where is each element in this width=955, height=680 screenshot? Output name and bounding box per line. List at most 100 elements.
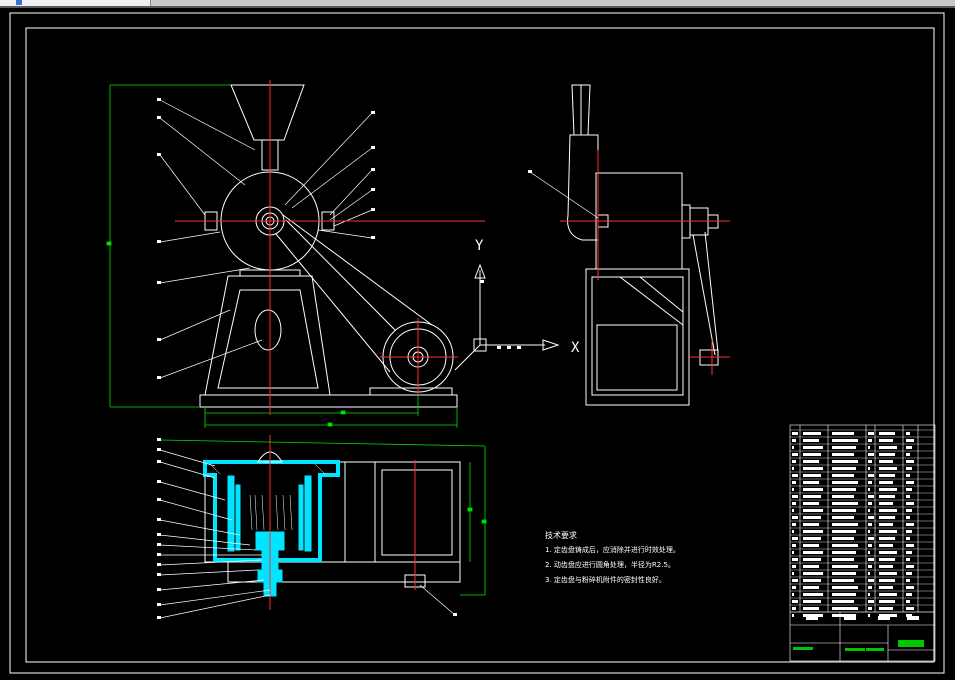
section-leaders [159, 449, 456, 619]
parts-row-text-mark [879, 495, 895, 498]
parts-row-text-mark [803, 439, 819, 442]
section-dimensions [159, 439, 487, 596]
parts-row-text-mark [868, 537, 874, 540]
parts-row-text-mark [832, 460, 858, 463]
parts-row-text-mark [792, 586, 796, 589]
parts-row-text-mark [906, 453, 910, 456]
parts-row-text-mark [803, 607, 819, 610]
parts-row-text-mark [832, 558, 854, 561]
drawing-icon [16, 0, 22, 5]
parts-row-text-mark [879, 488, 897, 491]
parts-row-text-mark [879, 600, 895, 603]
technical-requirement-3: 3. 定齿盘与粉碎机附件的密封性良好。 [545, 576, 666, 584]
parts-row-text-mark [803, 537, 821, 540]
parts-row-text-mark [832, 537, 854, 540]
parts-row-text-mark [906, 600, 910, 603]
parts-row-text-mark [832, 474, 854, 477]
parts-row-text-mark [868, 523, 872, 526]
front-view-centerlines [175, 80, 485, 415]
parts-row-text-mark [906, 460, 914, 463]
parts-row-text-mark [906, 439, 914, 442]
parts-row-text-mark [803, 544, 819, 547]
parts-row-text-mark [792, 488, 794, 491]
document-tab[interactable] [0, 0, 151, 6]
parts-row-text-mark [803, 453, 821, 456]
parts-row-text-mark [792, 565, 796, 568]
section-centerlines [269, 435, 416, 610]
parts-row-text-mark [832, 523, 858, 526]
parts-row-text-mark [868, 432, 874, 435]
parts-row-text-mark [879, 530, 897, 533]
parts-row-text-mark [803, 593, 823, 596]
parts-row-text-mark [792, 558, 798, 561]
title-block-marks [806, 616, 919, 620]
parts-row-text-mark [832, 607, 858, 610]
parts-row-text-mark [792, 432, 798, 435]
parts-row-text-mark [832, 509, 856, 512]
parts-row-text-mark [879, 502, 893, 505]
parts-row-text-mark [803, 495, 821, 498]
parts-row-text-mark [832, 579, 854, 582]
parts-row-text-mark [832, 495, 854, 498]
title-block-green-marks [793, 647, 884, 651]
parts-row-text-mark [832, 446, 856, 449]
parts-row-text-mark [906, 593, 912, 596]
parts-row-text-mark [803, 481, 819, 484]
parts-row-text-mark [906, 558, 910, 561]
parts-row-text-mark [879, 516, 895, 519]
parts-row-text-mark [868, 586, 872, 589]
parts-row-text-mark [879, 460, 893, 463]
parts-row-text-mark [792, 460, 796, 463]
parts-row-text-mark [832, 572, 856, 575]
parts-row-text-mark [906, 516, 910, 519]
drawing-frame [9, 12, 945, 674]
parts-list-rows [790, 429, 935, 617]
parts-row-text-mark [879, 474, 895, 477]
parts-row-text-mark [803, 516, 821, 519]
technical-requirements-title: 技术要求 [545, 531, 577, 540]
parts-row-text-mark [906, 523, 914, 526]
parts-row-text-mark [906, 586, 914, 589]
parts-row-text-mark [832, 453, 854, 456]
parts-row-text-mark [803, 614, 823, 617]
side-view-centerlines [560, 150, 730, 375]
parts-row-text-mark [868, 544, 872, 547]
parts-row-text-mark [906, 467, 912, 470]
parts-row-text-mark [906, 495, 910, 498]
parts-row-text-mark [879, 432, 895, 435]
parts-row-text-mark [868, 607, 872, 610]
parts-row-text-mark [868, 439, 872, 442]
parts-row-text-mark [906, 537, 910, 540]
parts-row-text-mark [868, 551, 870, 554]
parts-row-text-mark [868, 488, 870, 491]
parts-row-text-mark [792, 607, 796, 610]
parts-row-text-mark [803, 586, 819, 589]
parts-row-text-mark [879, 537, 895, 540]
cad-drawing-canvas[interactable]: Y X [0, 8, 955, 680]
parts-row-text-mark [832, 481, 858, 484]
parts-row-text-mark [906, 530, 912, 533]
parts-row-text-mark [906, 614, 912, 617]
tab-divider [0, 6, 955, 8]
front-view [199, 84, 560, 408]
parts-row-text-mark [832, 439, 858, 442]
parts-row-text-mark [879, 453, 895, 456]
parts-row-text-mark [792, 474, 798, 477]
parts-row-text-mark [906, 565, 914, 568]
parts-row-text-mark [868, 446, 870, 449]
parts-row-text-mark [792, 481, 796, 484]
parts-row-text-mark [879, 572, 897, 575]
side-view-leader [529, 171, 599, 219]
parts-row-text-mark [832, 530, 856, 533]
parts-row-text-mark [879, 481, 893, 484]
parts-row-text-mark [906, 446, 912, 449]
parts-row-text-mark [879, 467, 897, 470]
parts-row-text-mark [879, 558, 895, 561]
parts-row-text-mark [803, 558, 821, 561]
parts-row-text-mark [832, 551, 856, 554]
parts-row-text-mark [868, 530, 870, 533]
parts-row-text-mark [832, 586, 858, 589]
parts-row-text-mark [879, 523, 893, 526]
parts-row-text-mark [803, 446, 823, 449]
parts-row-text-mark [868, 495, 874, 498]
